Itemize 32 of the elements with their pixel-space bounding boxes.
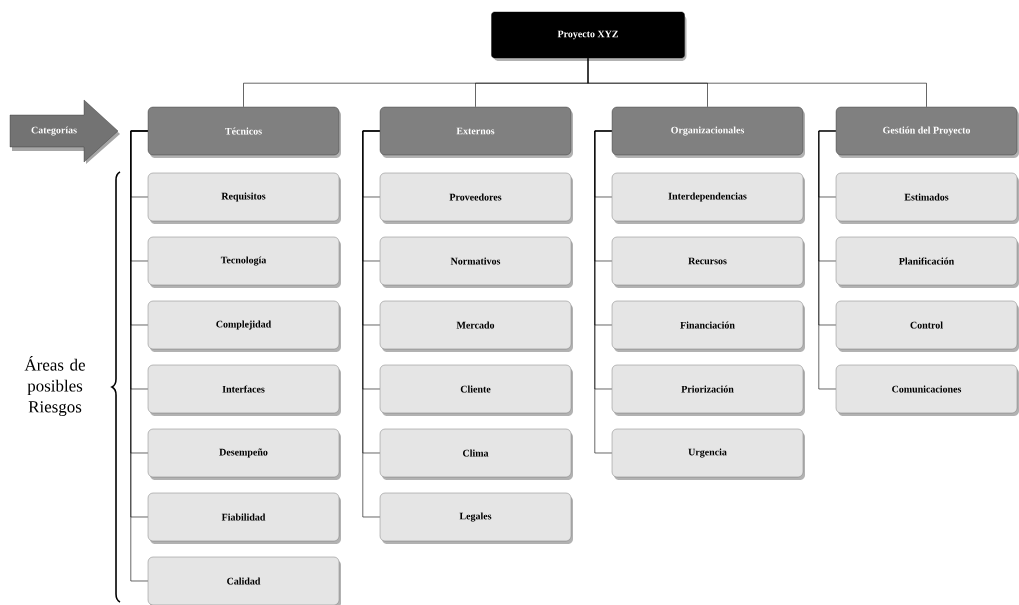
risk-box: Clima	[379, 428, 573, 480]
risk-box: Comunicaciones	[835, 364, 1019, 416]
risk-box: Normativos	[379, 236, 573, 288]
risk-box: Recursos	[611, 236, 805, 288]
category-box: Organizacionales	[611, 106, 805, 158]
category-box: Gestión del Proyecto	[835, 106, 1019, 158]
risk-box: Complejidad	[147, 300, 341, 352]
root-box: Proyecto XYZ	[491, 11, 687, 61]
risk-box: Calidad	[147, 556, 341, 605]
risk-box: Proveedores	[379, 172, 573, 224]
risk-box: Mercado	[379, 300, 573, 352]
risk-box: Fiabilidad	[147, 492, 341, 544]
risk-box: Control	[835, 300, 1019, 352]
risk-box: Desempeño	[147, 428, 341, 480]
category-box: Externos	[379, 106, 573, 158]
side-label: Áreas de posibles Riesgos	[24, 355, 85, 416]
connector	[362, 130, 381, 518]
risk-box: Interdependencias	[611, 172, 805, 224]
risk-box: Planificación	[835, 236, 1019, 288]
risk-box: Interfaces	[147, 364, 341, 416]
connector	[818, 130, 837, 390]
connector	[594, 130, 613, 454]
risk-box: Urgencia	[611, 428, 805, 480]
risk-box: Financiación	[611, 300, 805, 352]
risk-box: Estimados	[835, 172, 1019, 224]
risk-box: Tecnología	[147, 236, 341, 288]
risk-box: Priorización	[611, 364, 805, 416]
risk-box: Cliente	[379, 364, 573, 416]
risk-box: Legales	[379, 492, 573, 544]
category-box: Técnicos	[147, 106, 341, 158]
connector	[587, 57, 927, 108]
risk-box: Requisitos	[147, 172, 341, 224]
